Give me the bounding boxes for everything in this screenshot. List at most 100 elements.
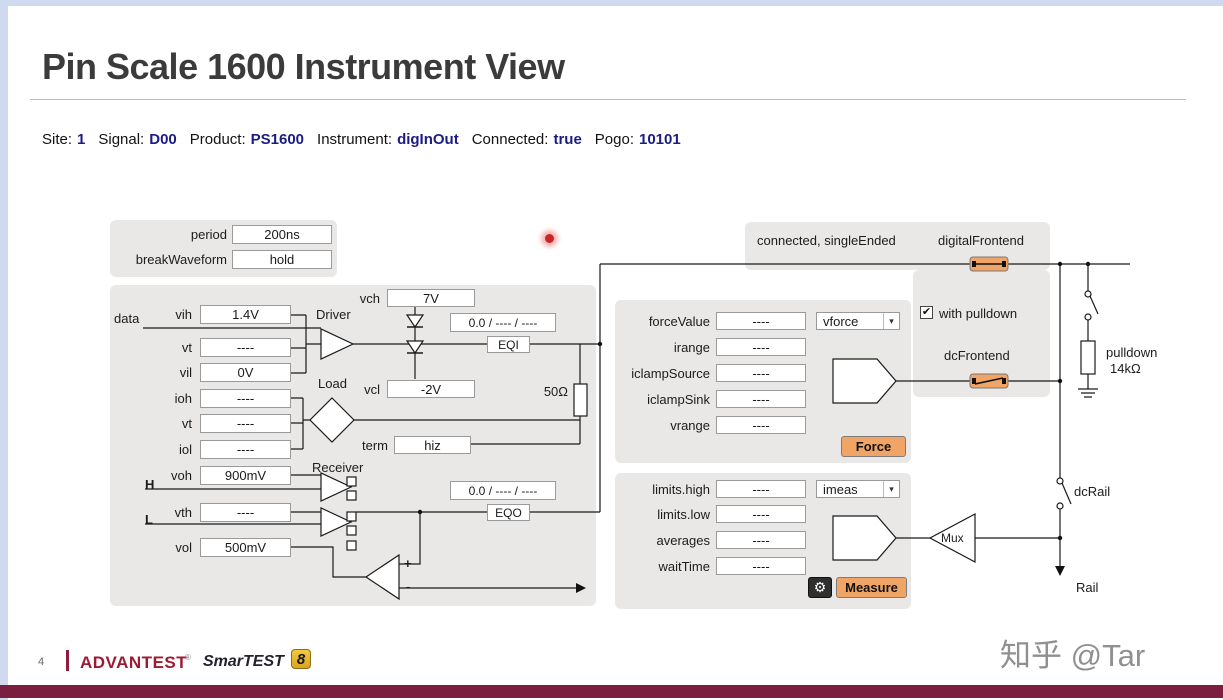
vth-input[interactable]: ---- bbox=[200, 503, 291, 522]
status-product: Product:PS1600 bbox=[189, 131, 305, 148]
ioh-input[interactable]: ---- bbox=[200, 389, 291, 408]
driver-label: Driver bbox=[316, 307, 351, 322]
measure-settings-button[interactable]: ⚙ bbox=[808, 577, 832, 598]
title-divider bbox=[30, 99, 1186, 100]
smartest8-badge: 8 bbox=[291, 649, 311, 669]
registered-mark: ® bbox=[185, 653, 191, 662]
forcevalue-input[interactable]: ---- bbox=[716, 312, 806, 330]
advantest-logo: ADVANTEST bbox=[80, 653, 188, 672]
status-instrument: Instrument:digInOut bbox=[317, 131, 459, 148]
limits-low-input[interactable]: ---- bbox=[716, 505, 806, 523]
dcrail-label: dcRail bbox=[1074, 484, 1111, 499]
breakwaveform-input[interactable]: hold bbox=[232, 250, 332, 269]
vt-label: vt bbox=[181, 340, 192, 355]
term-label: term bbox=[362, 438, 388, 453]
chevron-down-icon: ▾ bbox=[883, 313, 899, 329]
status-connected: Connected:true bbox=[471, 131, 582, 148]
laser-pointer-dot bbox=[545, 234, 554, 243]
mux-label: Mux bbox=[941, 531, 964, 545]
iclampsource-label: iclampSource bbox=[631, 366, 710, 381]
vil-input[interactable]: 0V bbox=[200, 363, 291, 382]
slide-edge-left bbox=[0, 0, 8, 700]
irange-label: irange bbox=[673, 340, 710, 355]
page-title: Pin Scale 1600 Instrument View bbox=[42, 46, 565, 87]
pulldown-resistor bbox=[1080, 340, 1096, 375]
dcrail-switch[interactable] bbox=[1056, 477, 1064, 485]
vt2-label: vt bbox=[181, 416, 192, 431]
pulldown-label: pulldown bbox=[1106, 345, 1158, 360]
period-label: period bbox=[190, 227, 227, 242]
check-icon: ✔ bbox=[921, 306, 932, 318]
iclampsink-input[interactable]: ---- bbox=[716, 390, 806, 408]
load-label: Load bbox=[318, 376, 347, 391]
gear-icon: ⚙ bbox=[813, 579, 827, 595]
vch-label: vch bbox=[359, 291, 380, 306]
vrange-input[interactable]: ---- bbox=[716, 416, 806, 434]
digital-frontend-label: digitalFrontend bbox=[938, 233, 1024, 248]
with-pulldown-label: with pulldown bbox=[939, 306, 1018, 321]
vch-input[interactable]: 7V bbox=[387, 289, 475, 307]
iol-label: iol bbox=[178, 442, 192, 457]
term-input[interactable]: hiz bbox=[394, 436, 471, 454]
vcl-input[interactable]: -2V bbox=[387, 380, 475, 398]
vth-label: vth bbox=[174, 505, 192, 520]
comparator-minus: - bbox=[406, 579, 411, 594]
limits-high-label: limits.high bbox=[652, 482, 710, 497]
status-signal: Signal:D00 bbox=[98, 131, 177, 148]
data-label: data bbox=[114, 311, 140, 326]
eqi-box: EQI bbox=[487, 336, 530, 353]
irange-input[interactable]: ---- bbox=[716, 338, 806, 356]
vt2-input[interactable]: ---- bbox=[200, 414, 291, 433]
vil-label: vil bbox=[179, 365, 192, 380]
dc-frontend-label: dcFrontend bbox=[944, 348, 1010, 363]
watermark: 知乎 @Tar bbox=[1000, 638, 1146, 673]
vcl-label: vcl bbox=[364, 382, 380, 397]
breakwaveform-label: breakWaveform bbox=[135, 252, 227, 267]
limits-low-label: limits.low bbox=[657, 507, 710, 522]
vt-input[interactable]: ---- bbox=[200, 338, 291, 357]
rail-label: Rail bbox=[1076, 580, 1099, 595]
iol-input[interactable]: ---- bbox=[200, 440, 291, 459]
comparator-plus: + bbox=[404, 556, 412, 571]
limits-high-input[interactable]: ---- bbox=[716, 480, 806, 498]
receiver-label: Receiver bbox=[312, 460, 364, 475]
resistor-label: 50Ω bbox=[543, 384, 568, 399]
ioh-label: ioh bbox=[174, 391, 192, 406]
voh-input[interactable]: 900mV bbox=[200, 466, 291, 485]
status-pogo: Pogo:10101 bbox=[594, 131, 681, 148]
smartest-logo: SmarTEST bbox=[203, 653, 284, 670]
status-site: Site:1 bbox=[42, 131, 86, 148]
frontend-side-panel bbox=[913, 270, 1050, 397]
measure-button[interactable]: Measure bbox=[836, 577, 907, 598]
connected-mode-label: connected, singleEnded bbox=[757, 233, 896, 248]
pulldown-switch[interactable] bbox=[1084, 290, 1092, 298]
iclampsource-input[interactable]: ---- bbox=[716, 364, 806, 382]
waittime-label: waitTime bbox=[658, 559, 710, 574]
vol-label: vol bbox=[175, 540, 192, 555]
vih-label: vih bbox=[175, 307, 192, 322]
waittime-input[interactable]: ---- bbox=[716, 557, 806, 575]
vol-input[interactable]: 500mV bbox=[200, 538, 291, 557]
chevron-down-icon: ▾ bbox=[883, 481, 899, 497]
averages-input[interactable]: ---- bbox=[716, 531, 806, 549]
bottom-accent-bar bbox=[0, 685, 1223, 698]
averages-label: averages bbox=[656, 533, 710, 548]
driver-readout: 0.0 / ---- / ---- bbox=[450, 313, 556, 332]
slide-edge-top bbox=[0, 0, 1223, 6]
rail-arrow bbox=[1055, 566, 1065, 576]
status-bar: Site:1 Signal:D00 Product:PS1600 Instrum… bbox=[42, 131, 681, 148]
vih-input[interactable]: 1.4V bbox=[200, 305, 291, 324]
force-mode-dropdown[interactable]: vforce ▾ bbox=[816, 312, 900, 330]
footer-separator bbox=[66, 650, 69, 671]
page-number: 4 bbox=[38, 656, 45, 668]
vrange-label: vrange bbox=[670, 418, 710, 433]
iclampsink-label: iclampSink bbox=[647, 392, 710, 407]
receiver-readout: 0.0 / ---- / ---- bbox=[450, 481, 556, 500]
measure-mode-dropdown[interactable]: imeas ▾ bbox=[816, 480, 900, 498]
pulldown-value-label: 14kΩ bbox=[1110, 361, 1141, 376]
with-pulldown-checkbox[interactable]: ✔ bbox=[920, 306, 933, 319]
period-input[interactable]: 200ns bbox=[232, 225, 332, 244]
forcevalue-label: forceValue bbox=[648, 314, 710, 329]
force-button[interactable]: Force bbox=[841, 436, 906, 457]
